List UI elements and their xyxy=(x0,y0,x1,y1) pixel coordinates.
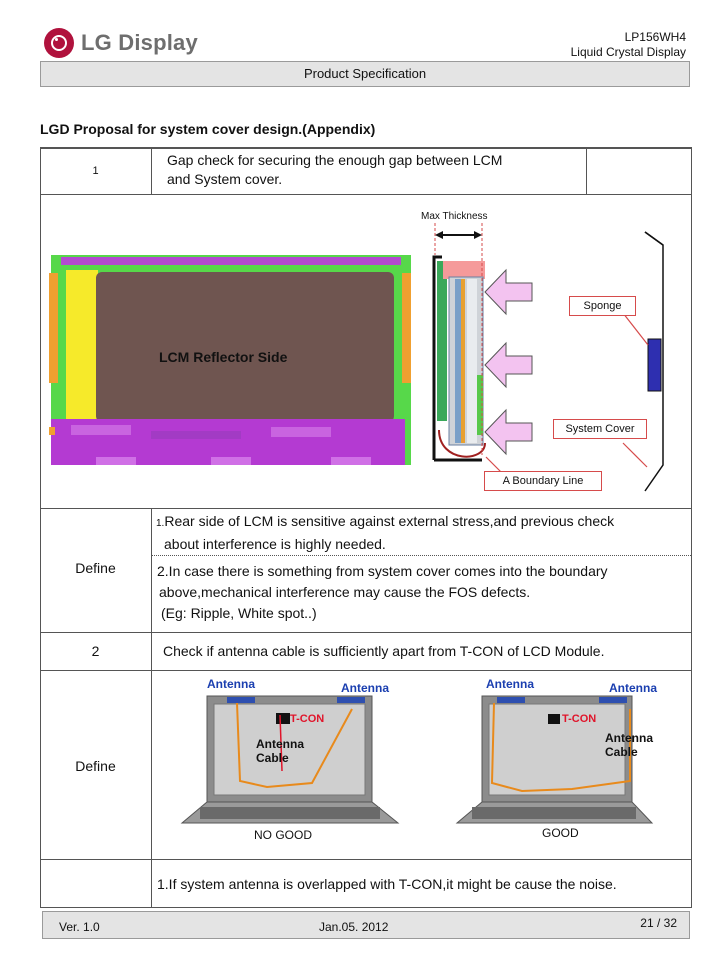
tcon-label-ng: T-CON xyxy=(290,713,325,725)
laptop-no-good xyxy=(180,695,400,824)
point1-num: 1. xyxy=(156,518,165,529)
antenna-cable-label-good: Antenna Cable xyxy=(605,731,653,759)
lg-logo-icon xyxy=(44,28,74,58)
item1-point2: 2.In case there is something from system… xyxy=(157,561,692,624)
sponge-block xyxy=(647,338,662,392)
lcm-label: LCM Reflector Side xyxy=(159,349,288,365)
brand-name: LG Display xyxy=(81,30,198,55)
header-bar: Product Specification xyxy=(40,61,690,87)
footer-page: 21 / 32 xyxy=(640,916,677,930)
lcm-reflector-board xyxy=(49,255,411,465)
item1-text-line1: Gap check for securing the enough gap be… xyxy=(167,152,503,168)
lcm-gap-figure: LCM Reflector Side Max Thickness xyxy=(49,211,664,492)
item1-number: 1 xyxy=(92,165,99,177)
system-cover-label: System Cover xyxy=(553,419,647,439)
tcon-label-good: T-CON xyxy=(562,713,597,725)
laptop-good xyxy=(455,695,654,824)
item1-text-line2: and System cover. xyxy=(167,171,283,187)
section-title: LGD Proposal for system cover design.(Ap… xyxy=(40,121,376,137)
point2-line2: above,mechanical interference may cause … xyxy=(159,584,531,600)
item2-define-label: Define xyxy=(75,758,116,774)
pressure-arrows xyxy=(484,268,533,456)
footer-version: Ver. 1.0 xyxy=(59,920,100,934)
product-type: Liquid Crystal Display xyxy=(570,45,686,59)
footer-bar: Ver. 1.0 Jan.05. 2012 21 / 32 xyxy=(42,911,690,939)
brand-logo: LG Display xyxy=(44,27,198,59)
point2-line1: 2.In case there is something from system… xyxy=(157,563,608,579)
item1-description: Gap check for securing the enough gap be… xyxy=(167,151,577,189)
item2-note: 1.If system antenna is overlapped with T… xyxy=(157,876,617,892)
point1-line2: about interference is highly needed. xyxy=(164,536,386,552)
sponge-label: Sponge xyxy=(569,296,636,316)
antenna-figure xyxy=(180,695,654,824)
header-bar-label: Product Specification xyxy=(303,66,427,81)
boundary-line-label: A Boundary Line xyxy=(484,471,602,491)
antenna-label-ng-left: Antenna xyxy=(207,677,255,691)
max-thickness-label: Max Thickness xyxy=(421,211,488,222)
item1-define-label: Define xyxy=(75,560,116,576)
lcm-cross-section xyxy=(432,255,486,462)
no-good-label: NO GOOD xyxy=(254,828,313,842)
item2-description: Check if antenna cable is sufficiently a… xyxy=(163,643,605,659)
antenna-label-ng-right: Antenna xyxy=(341,681,389,695)
antenna-cable-label-ng: Antenna Cable xyxy=(256,737,304,765)
item2-number: 2 xyxy=(91,643,100,659)
antenna-label-g-right: Antenna xyxy=(609,681,657,695)
antenna-label-g-left: Antenna xyxy=(486,677,534,691)
model-number: LP156WH4 xyxy=(624,30,686,44)
footer-date: Jan.05. 2012 xyxy=(319,920,389,934)
item1-point1: 1.Rear side of LCM is sensitive against … xyxy=(156,511,691,555)
model-info: LP156WH4 Liquid Crystal Display xyxy=(571,30,686,60)
point1-line1: Rear side of LCM is sensitive against ex… xyxy=(164,513,615,529)
point2-line3: (Eg: Ripple, White spot..) xyxy=(161,605,317,621)
good-label: GOOD xyxy=(542,826,579,840)
